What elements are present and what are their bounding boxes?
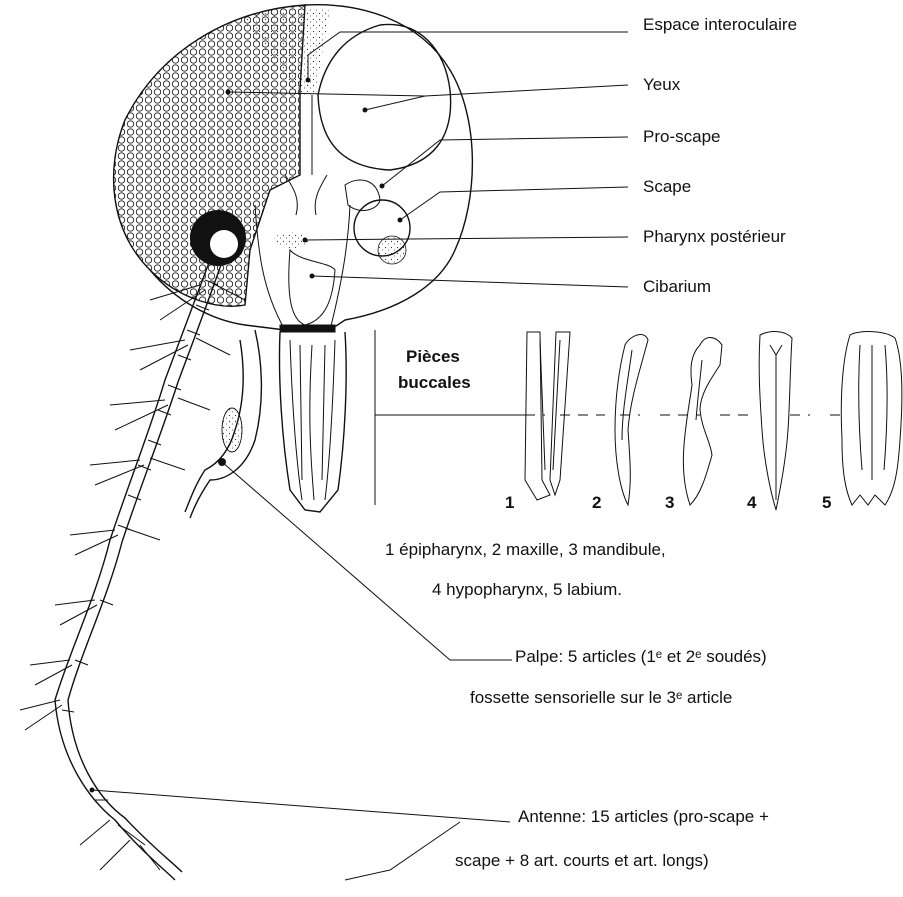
label-cibarium: Cibarium	[643, 277, 711, 296]
palpe-line2: fossette sensorielle sur le 3ᵉ article	[470, 688, 732, 707]
mouthpart-number-1: 1	[505, 493, 514, 512]
label-yeux: Yeux	[643, 75, 681, 94]
label-scape: Scape	[643, 177, 691, 196]
palp	[185, 330, 261, 518]
mouthparts-title-line1: Pièces	[406, 347, 460, 366]
antenna-left	[20, 260, 245, 880]
mouthpart-number-3: 3	[665, 493, 674, 512]
label-pro-scape: Pro-scape	[643, 127, 720, 146]
label-pharynx-posterieur: Pharynx postérieur	[643, 227, 786, 246]
mouthpart-labium	[841, 332, 902, 505]
mouthpart-epipharynx	[525, 332, 570, 500]
mouthpart-number-2: 2	[592, 493, 601, 512]
mouthparts-legend-line2: 4 hypopharynx, 5 labium.	[432, 580, 622, 599]
label-espace-interoculaire: Espace interoculaire	[643, 15, 797, 34]
mouthpart-maxilla	[615, 335, 648, 505]
proboscis	[279, 332, 346, 512]
mouthparts-legend-line1: 1 épipharynx, 2 maxille, 3 mandibule,	[385, 540, 666, 559]
mouthpart-mandible	[683, 338, 722, 506]
cibarium-shape	[289, 250, 335, 325]
mouthparts-title-line2: buccales	[398, 373, 471, 392]
antenne-line1: Antenne: 15 articles (pro-scape +	[518, 807, 769, 826]
palpe-line1: Palpe: 5 articles (1ᵉ et 2ᵉ soudés)	[515, 647, 767, 666]
mouthpart-hypopharynx	[759, 332, 792, 510]
mouthpart-number-5: 5	[822, 493, 831, 512]
antenne-line2: scape + 8 art. courts et art. longs)	[455, 851, 709, 870]
head-capsule	[114, 5, 473, 332]
mouthpart-number-4: 4	[747, 493, 757, 512]
